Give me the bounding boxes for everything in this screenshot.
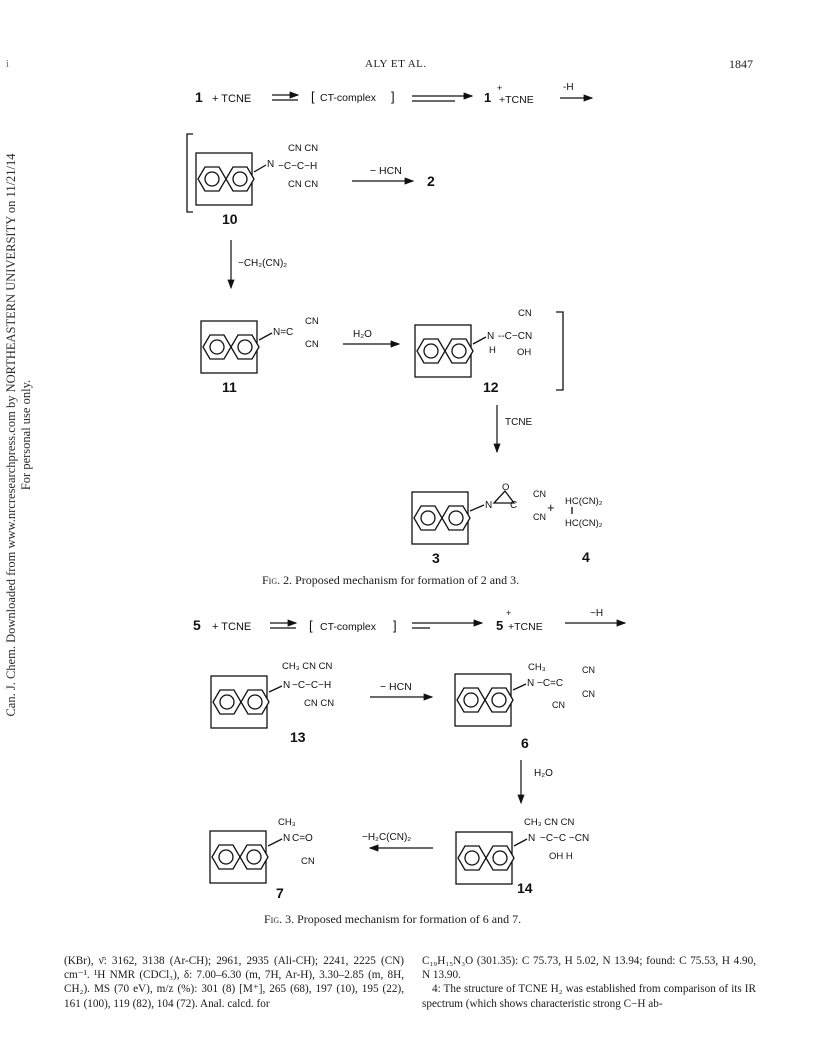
fig2-product-2: 2 xyxy=(427,173,435,189)
fig2-12-n: N xyxy=(487,331,494,342)
svg-text:+: + xyxy=(506,608,511,618)
fig3-13-n: N xyxy=(283,680,290,691)
fig2-compound-3: 3 xyxy=(432,550,440,566)
svg-text:CN CN: CN CN xyxy=(288,143,318,154)
fig2-tcne: + TCNE xyxy=(212,93,251,105)
fig2-10-n: N xyxy=(267,159,274,170)
svg-text:[: [ xyxy=(309,618,313,633)
fig3-6-cn-top: CN xyxy=(582,665,595,675)
svg-text:N=C: N=C xyxy=(273,327,293,338)
svg-text:CH₃ CN CN: CH₃ CN CN xyxy=(282,661,332,672)
fig2-3-cn-bottom: CN xyxy=(533,512,546,522)
fig2-12-cn-top: CN xyxy=(518,308,532,319)
fig2-compound-4: 4 xyxy=(582,549,590,565)
fig2-3-cn-top: CN xyxy=(533,489,546,499)
fig2-caption-label: Fig. 2. xyxy=(262,573,293,587)
fig3-ct-complex: CT-complex xyxy=(320,621,377,633)
fig2-11-cn-bottom: CN xyxy=(305,339,319,350)
fig3-7-cdo: C=O xyxy=(292,833,313,844)
fig2-minus-hcn: − HCN xyxy=(370,165,402,177)
svg-text:CN CN: CN CN xyxy=(304,698,334,709)
fig2-12-oh: OH xyxy=(517,347,531,358)
svg-text:+: + xyxy=(547,500,555,515)
fig3-minus-hcn: − HCN xyxy=(380,681,412,693)
fig3-h2o: H₂O xyxy=(534,768,553,779)
fig3-compound-7: 7 xyxy=(276,885,284,901)
fig3-7-ch3: CH₃ xyxy=(278,817,296,828)
fig2-caption: Fig. 2. Proposed mechanism for formation… xyxy=(262,573,519,588)
fig2-compound-10: 10 xyxy=(222,211,238,227)
svg-text:CN CN: CN CN xyxy=(288,179,318,190)
fig2-compound-11: 11 xyxy=(222,379,237,395)
fig2-tcne-reagent: TCNE xyxy=(505,417,533,428)
fig3-6-n: N xyxy=(527,678,534,689)
svg-text:CH₃ CN CN: CH₃ CN CN xyxy=(524,817,574,828)
svg-text:+: + xyxy=(497,83,502,93)
body-right-para-2: 4: The structure of TCNE H₂ was establis… xyxy=(422,983,756,1010)
margin-mark: i xyxy=(6,58,10,70)
fig3-caption-text: Proposed mechanism for formation of 6 an… xyxy=(297,912,522,926)
body-right-column: C₁₉H₁₅N₃O (301.35): C 75.73, H 5.02, N 1… xyxy=(422,954,756,1011)
fig2-radical-1: 1 xyxy=(484,90,491,105)
fig3-14-n: N xyxy=(528,833,535,844)
svg-text:−C−C−H: −C−C−H xyxy=(292,680,331,691)
fig3-7-cn: CN xyxy=(301,856,315,867)
fig3-caption: Fig. 3. Proposed mechanism for formation… xyxy=(264,912,521,927)
fig2-compound-12: 12 xyxy=(483,379,499,395)
fig3-minus-malononitrile: −H₂C(CN)₂ xyxy=(362,832,411,843)
page-number: 1847 xyxy=(729,57,753,71)
fig3-6-cn-right: CN xyxy=(582,689,595,699)
fig2-caption-text: Proposed mechanism for formation of 2 an… xyxy=(295,573,520,587)
svg-text:−C−C−H: −C−C−H xyxy=(278,161,317,172)
fig2-h2o: H₂O xyxy=(353,329,372,340)
fig3-radical-tcne: +TCNE xyxy=(508,621,543,633)
svg-text:−C=C: −C=C xyxy=(537,678,563,689)
body-right-para-1: C₁₉H₁₅N₃O (301.35): C 75.73, H 5.02, N 1… xyxy=(422,955,756,982)
fig2-4-top: HC(CN)₂ xyxy=(565,496,603,507)
svg-text:]: ] xyxy=(393,618,397,633)
running-head: ALY ET AL. xyxy=(365,58,427,70)
fig3-caption-label: Fig. 3. xyxy=(264,912,295,926)
fig3-tcne: + TCNE xyxy=(212,621,251,633)
fig2-11-cn-top: CN xyxy=(305,316,319,327)
fig2-compound-1: 1 xyxy=(195,89,203,105)
svg-text:[: [ xyxy=(311,89,315,104)
fig2-ct-complex: CT-complex xyxy=(320,92,377,104)
svg-text:]: ] xyxy=(391,89,395,104)
fig2-12-h: H xyxy=(489,345,496,356)
fig3-compound-5: 5 xyxy=(193,617,201,633)
fig2-3-n: N xyxy=(485,500,492,511)
fig3-6-cn-bottom: CN xyxy=(552,700,565,710)
fig3-minus-h: ~H xyxy=(590,608,603,619)
body-left-column: (KBr), ν̄: 3162, 3138 (Ar-CH); 2961, 293… xyxy=(64,955,404,1010)
fig2-minus-h: -H xyxy=(563,82,574,93)
svg-text:−C−C −CN: −C−C −CN xyxy=(540,833,589,844)
fig3-compound-6: 6 xyxy=(521,735,529,751)
fig2-4-bottom: HC(CN)₂ xyxy=(565,518,603,529)
fig2-3-o: O xyxy=(502,482,509,493)
fig2-minus-malononitrile: −CH₂(CN)₂ xyxy=(238,258,287,269)
fig2-3-c: C xyxy=(510,500,517,511)
fig3-compound-13: 13 xyxy=(290,729,306,745)
svg-text:--C−CN: --C−CN xyxy=(498,331,532,342)
fig3-radical-5: 5 xyxy=(496,618,503,633)
fig3-14-oh-h: OH H xyxy=(549,851,573,862)
fig3-7-n: N xyxy=(283,833,290,844)
fig3-compound-14: 14 xyxy=(517,880,533,896)
fig3-6-ch3: CH₃ xyxy=(528,662,546,673)
fig2-radical-tcne: +TCNE xyxy=(499,94,534,106)
